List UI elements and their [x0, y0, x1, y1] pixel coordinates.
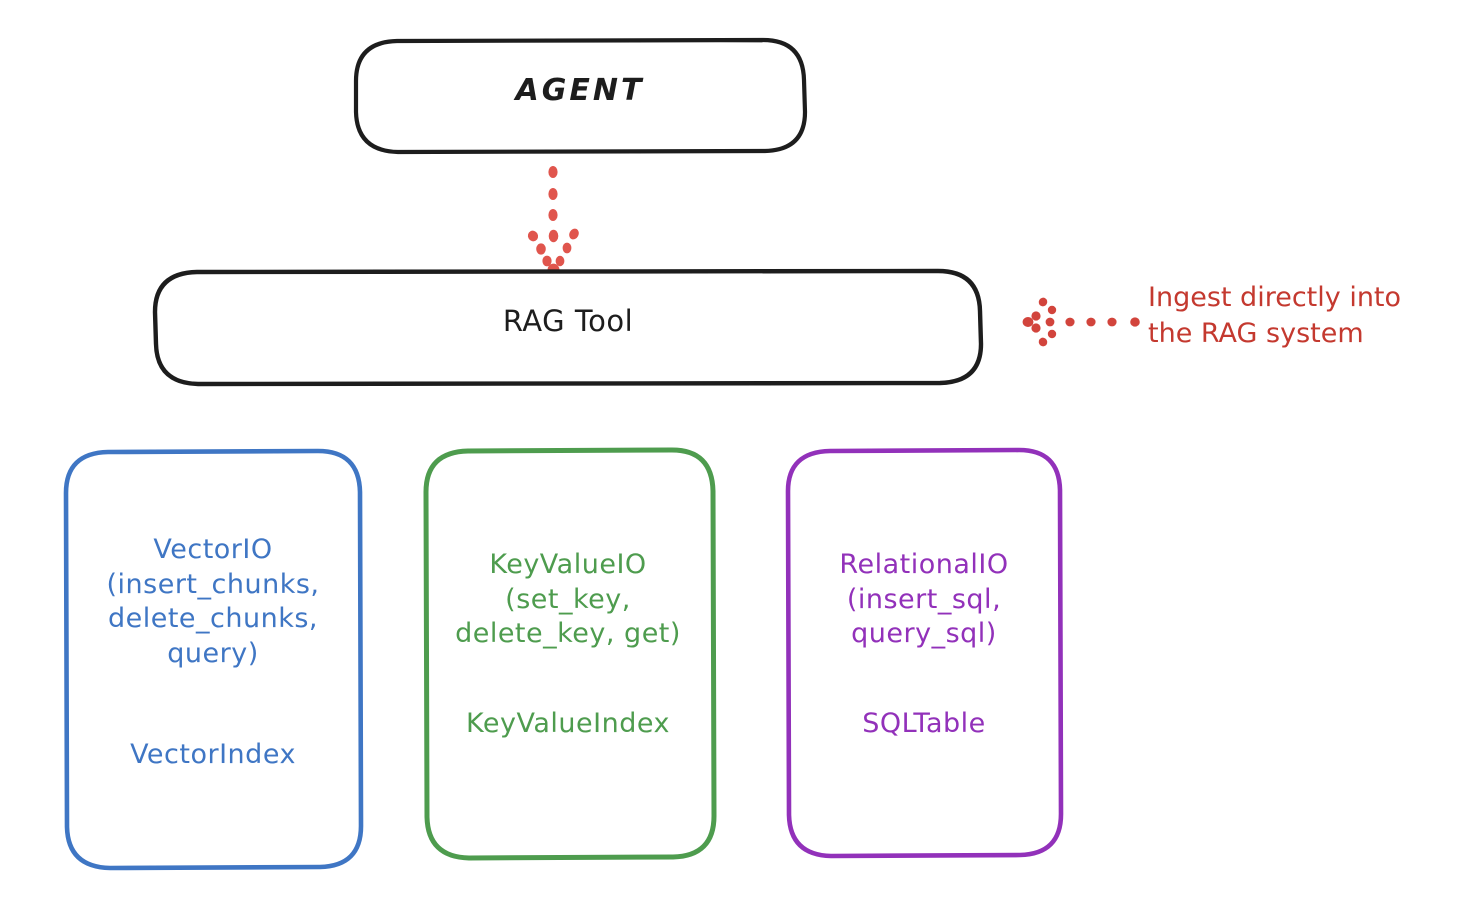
ingest-annotation-label: Ingest directly into the RAG system — [1148, 282, 1402, 350]
ingest-connector-arrow — [1022, 297, 1140, 347]
agent-to-rag-connector — [527, 166, 579, 277]
vector-io-box-outline — [63, 448, 364, 871]
key-value-io-node[interactable] — [423, 447, 717, 861]
rag-tool-box-outline — [152, 268, 984, 387]
vector-io-node[interactable] — [63, 448, 364, 871]
agent-box-outline — [353, 37, 808, 155]
key-value-io-box-outline — [423, 447, 717, 861]
relational-io-box-outline — [785, 447, 1064, 859]
relational-io-node[interactable] — [785, 447, 1064, 859]
agent-node[interactable] — [353, 37, 808, 155]
rag-tool-node[interactable] — [152, 268, 984, 387]
